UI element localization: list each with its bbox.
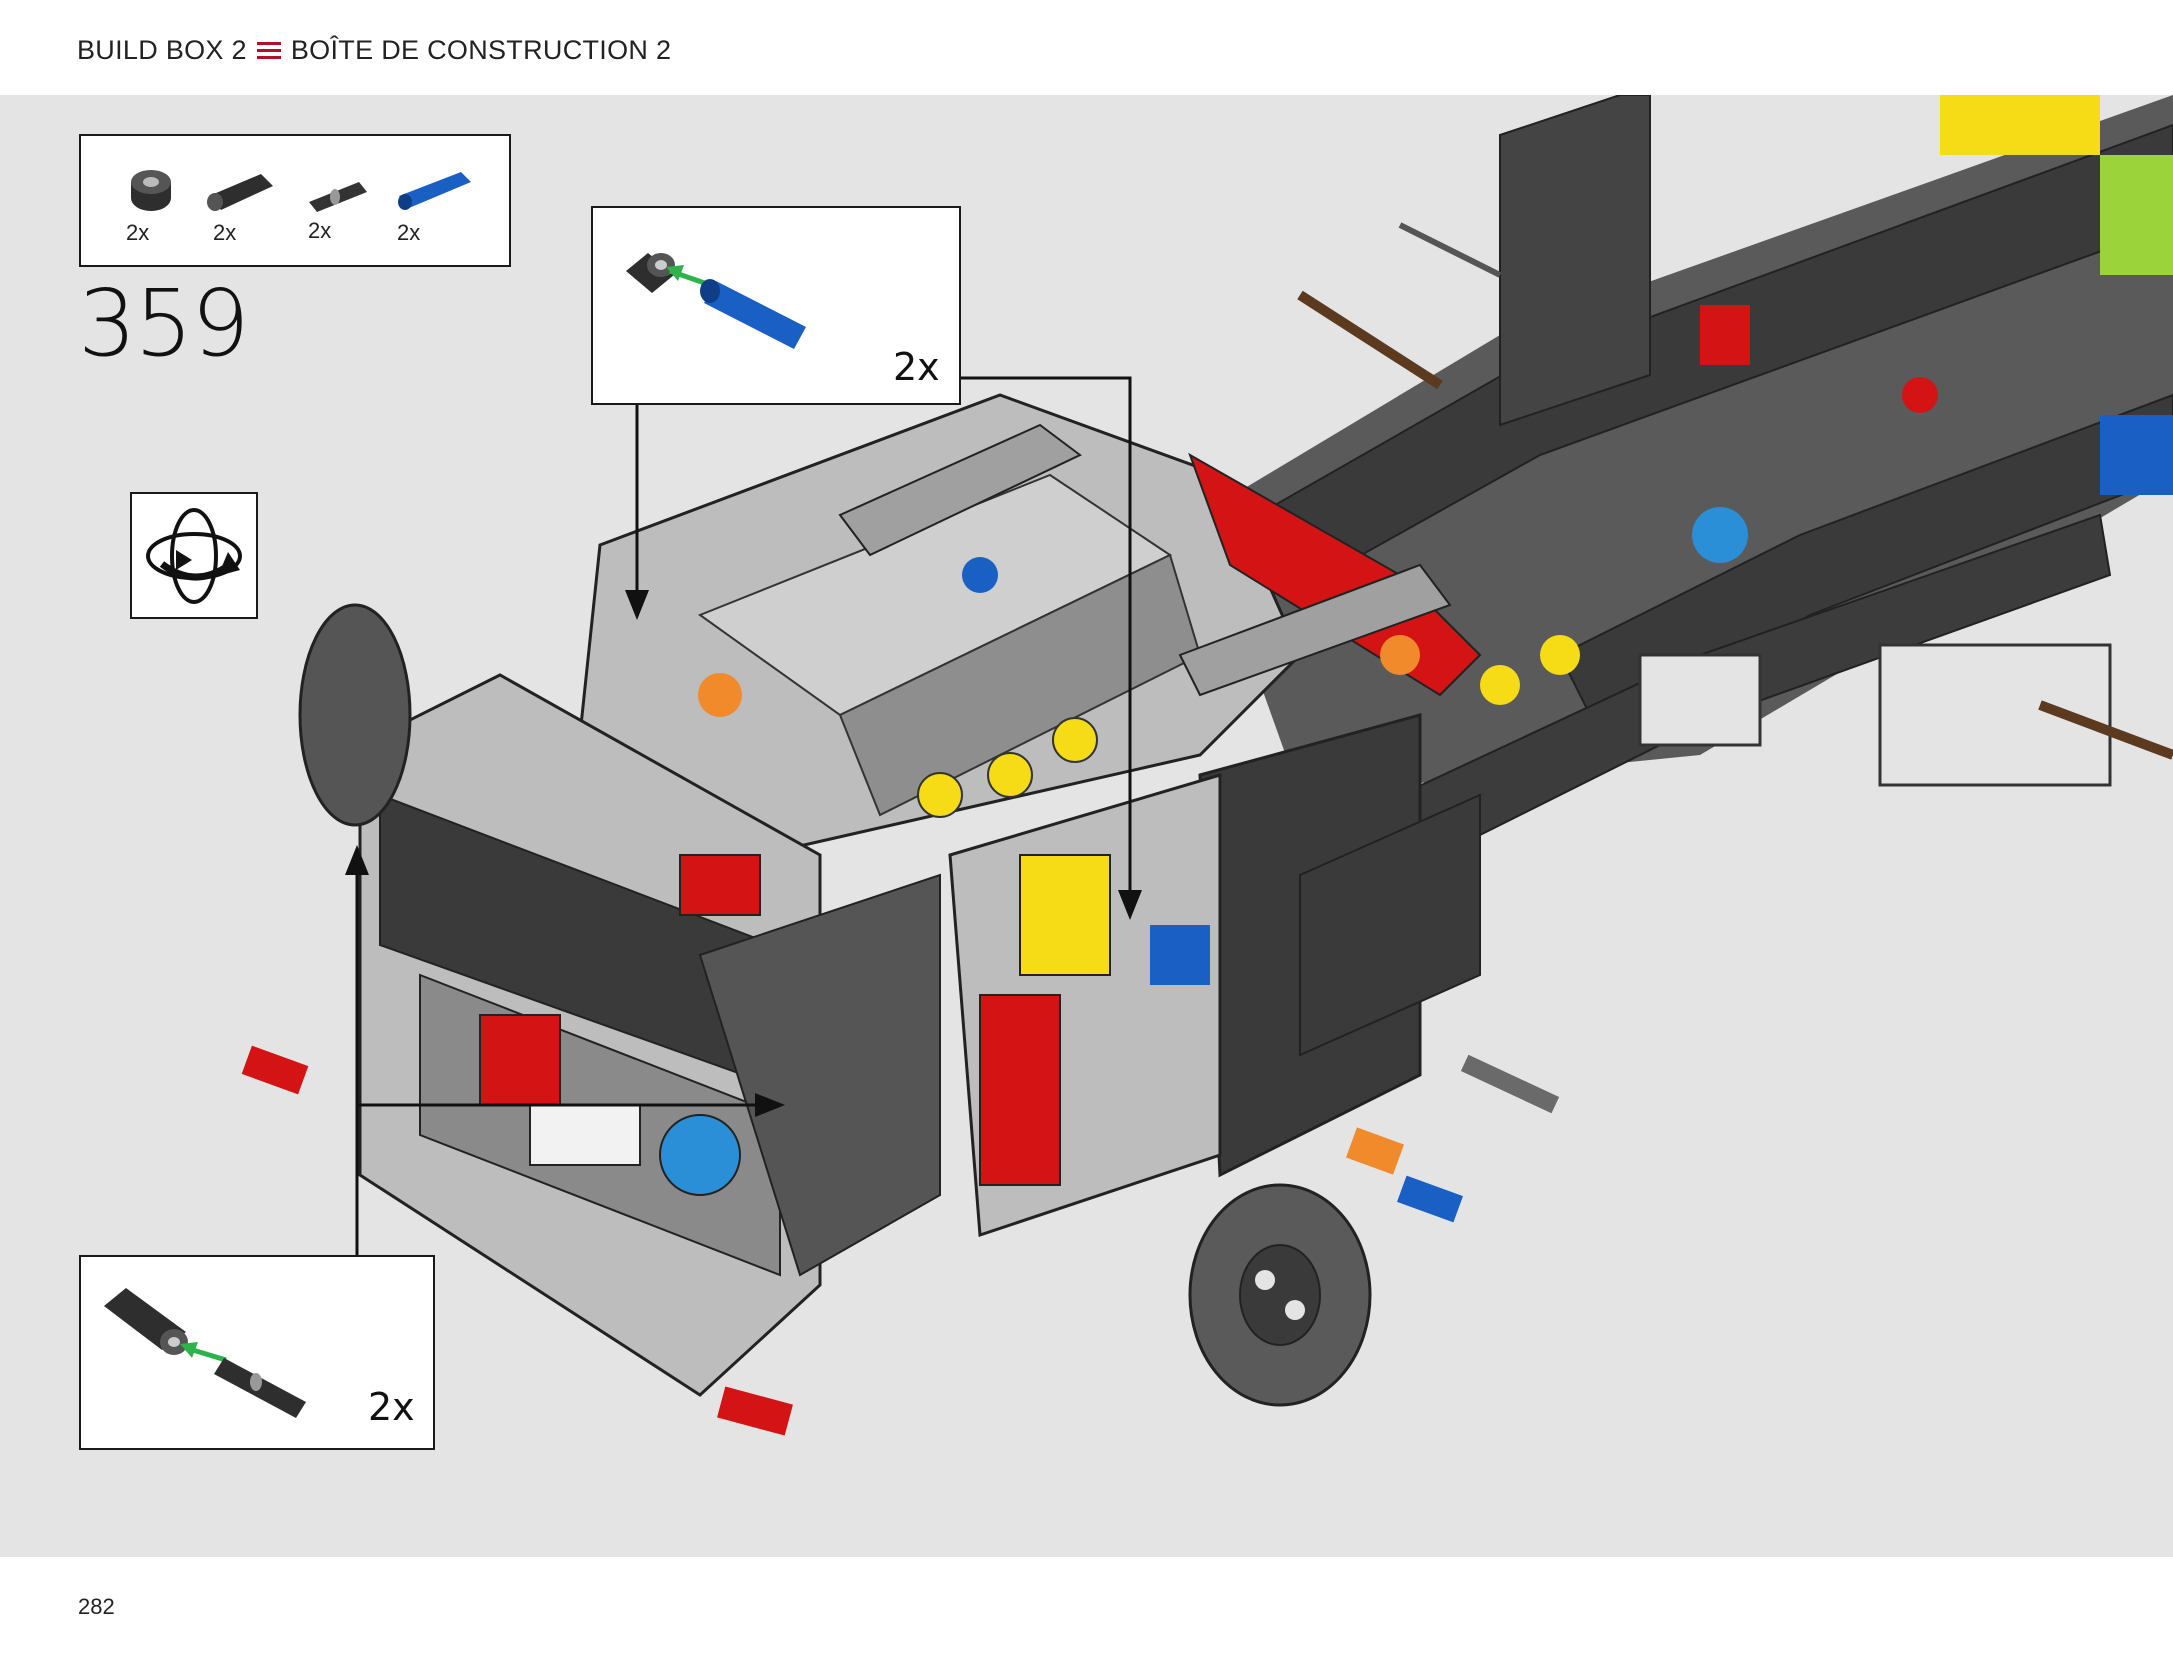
instruction-stage: 2x 2x 2x 2x 359 2x [0, 95, 2173, 1557]
black-pin-icon [309, 182, 367, 212]
header-left-label: BUILD BOX 2 [77, 35, 247, 65]
rotate-indicator [130, 492, 258, 619]
assembly-arrows [355, 376, 1132, 1255]
header-title: BUILD BOX 2 BOÎTE DE CONSTRUCTION 2 [77, 35, 671, 66]
arrowheads [345, 590, 1142, 1117]
rotate-model-icon [146, 508, 242, 604]
parts-qty-3: 2x [308, 218, 332, 243]
black-pin-into-bush-icon [104, 1288, 306, 1418]
parts-qty-1: 2x [126, 220, 150, 245]
header-right-label: BOÎTE DE CONSTRUCTION 2 [290, 35, 672, 65]
model-illustration [241, 95, 2173, 1436]
black-axle-connector-icon [207, 174, 273, 211]
engine-block [578, 393, 1580, 857]
blue-axle-pin-icon [398, 172, 471, 210]
menu-lines-icon [256, 41, 281, 60]
page-number: 282 [78, 1594, 115, 1619]
callout-qty-blue-pin: 2x [893, 345, 940, 389]
parts-list: 2x 2x 2x 2x [79, 134, 511, 267]
parts-qty-2: 2x [213, 220, 237, 245]
callout-box-blue-pin: 2x [591, 206, 961, 405]
front-frame [358, 673, 1481, 1397]
parts-qty-4: 2x [397, 220, 421, 245]
brake-discs [298, 603, 1372, 1407]
blue-pin-into-bush-icon [626, 253, 806, 349]
callout-box-black-pin: 2x [79, 1255, 435, 1450]
callout-qty-black-pin: 2x [368, 1385, 415, 1429]
black-bush-icon [131, 170, 171, 211]
step-number: 359 [78, 270, 250, 377]
page-header: BUILD BOX 2 BOÎTE DE CONSTRUCTION 2 [0, 0, 2173, 95]
